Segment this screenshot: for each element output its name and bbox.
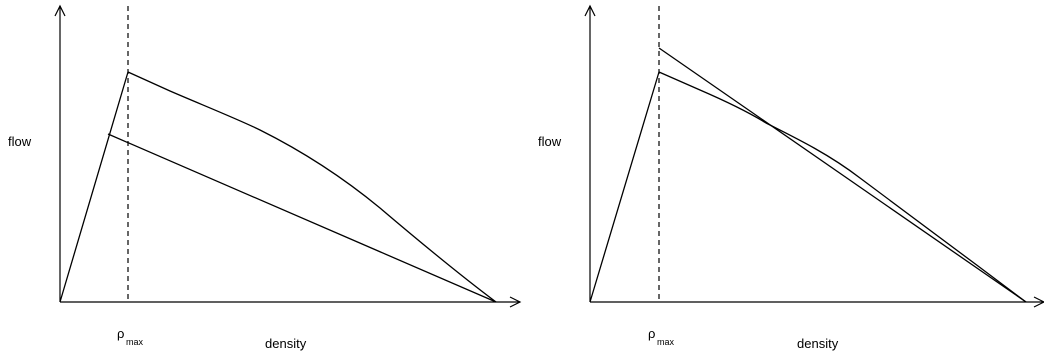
upper-fundamental-curve bbox=[59, 71, 497, 303]
rho-symbol: ρ bbox=[648, 326, 655, 341]
x-axis-arrow bbox=[1033, 296, 1044, 308]
y-axis-arrow bbox=[584, 4, 596, 17]
x-axis-label: density bbox=[265, 336, 307, 351]
lower-fundamental-curve bbox=[107, 133, 497, 303]
rho-subscript: max bbox=[126, 337, 144, 347]
concave-fundamental-curve bbox=[589, 71, 1027, 303]
y-axis-label: flow bbox=[538, 134, 562, 149]
right-panel: flow density ρ max bbox=[538, 4, 1044, 351]
y-axis-label: flow bbox=[8, 134, 32, 149]
linear-congested-branch bbox=[658, 47, 1027, 303]
x-axis-label: density bbox=[797, 336, 839, 351]
rho-symbol: ρ bbox=[117, 326, 124, 341]
x-axis-arrow bbox=[509, 296, 522, 308]
left-panel: flow density ρ max bbox=[8, 4, 522, 351]
y-axis-arrow bbox=[54, 4, 66, 17]
rho-subscript: max bbox=[657, 337, 675, 347]
